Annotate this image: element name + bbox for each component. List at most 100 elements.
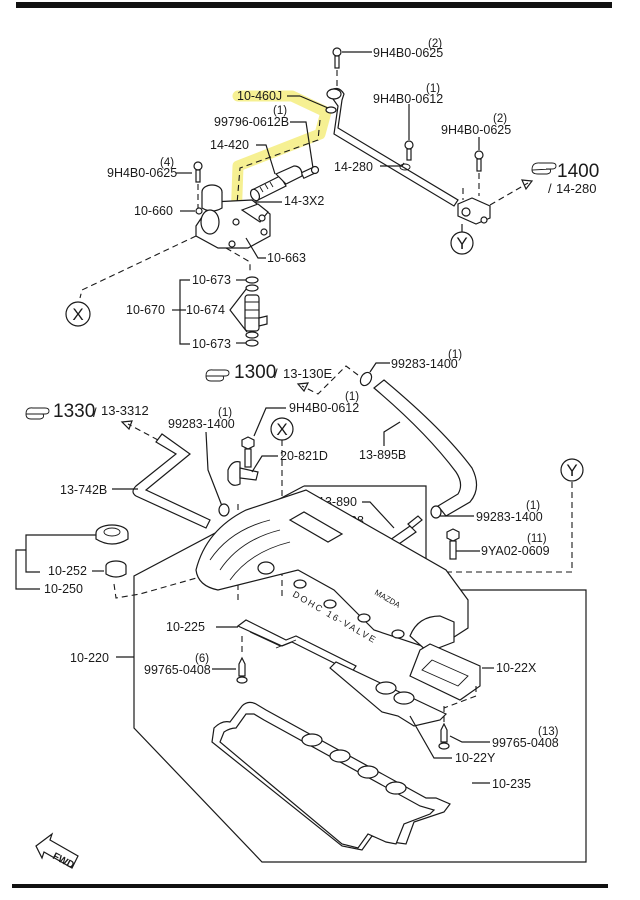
label-10-673-bottom[interactable]: 10-673 xyxy=(192,337,231,351)
highlight-10-460j xyxy=(230,90,332,228)
label-14-3x2[interactable]: 14-3X2 xyxy=(284,194,324,208)
svg-text:/: / xyxy=(548,181,552,196)
gasket-10-235[interactable] xyxy=(211,701,451,851)
bolt-9h4b0-0625-left[interactable] xyxy=(193,161,203,183)
svg-text:Y: Y xyxy=(456,234,467,253)
cylinder-head-cover[interactable]: DOHC 16-VALVE MAZDA xyxy=(195,489,469,653)
svg-text:13-3312: 13-3312 xyxy=(101,403,149,418)
label-20-821d[interactable]: 20-821D xyxy=(280,449,328,463)
label-10-250[interactable]: 10-250 xyxy=(44,582,83,596)
svg-text:Y: Y xyxy=(566,461,577,480)
svg-text:1300: 1300 xyxy=(234,362,276,383)
svg-text:13-130E: 13-130E xyxy=(283,366,332,381)
label-9h4b0-0625-left[interactable]: 9H4B0-0625 xyxy=(107,166,177,180)
label-10-673-top[interactable]: 10-673 xyxy=(192,273,231,287)
label-10-663[interactable]: 10-663 xyxy=(267,251,306,265)
screw-99765-0408-left[interactable] xyxy=(236,656,248,684)
svg-text:1400: 1400 xyxy=(557,161,599,182)
upper-assembly: (2) 9H4B0-0625 14-280 (1) 9H4B0-0612 (2)… xyxy=(65,38,599,351)
forward-direction-arrow: FWD xyxy=(35,832,79,871)
bolt-9ya02-0609[interactable] xyxy=(446,528,460,560)
oring-10-673-bottom[interactable] xyxy=(245,339,259,347)
cover-assembly: 10-220 10-252 10-250 DOHC xyxy=(15,485,587,863)
qty-99796-0612b: (1) xyxy=(273,105,287,117)
solenoid-14-420[interactable] xyxy=(249,165,303,202)
qty-9ya02-0609: (11) xyxy=(527,533,547,545)
label-9ya02-0609[interactable]: 9YA02-0609 xyxy=(481,544,550,558)
screw-99765-0408-right[interactable] xyxy=(438,722,450,750)
label-99796-0612b[interactable]: 99796-0612B xyxy=(214,115,289,129)
qty-99283-1400-right: (1) xyxy=(526,500,540,512)
qty-99765-0408-right: (13) xyxy=(538,726,559,738)
label-14-280[interactable]: 14-280 xyxy=(334,160,373,174)
svg-text:14-280: 14-280 xyxy=(556,181,596,196)
bolt-9h4b0-0612-mid[interactable] xyxy=(241,436,255,468)
gasket-10-225[interactable] xyxy=(236,619,357,673)
marker-y-right: Y xyxy=(560,458,584,482)
label-10-460j[interactable]: 10-460J xyxy=(237,89,282,103)
marker-x-left: X xyxy=(65,301,91,327)
gasket-10-22x[interactable] xyxy=(409,643,481,701)
label-10-235[interactable]: 10-235 xyxy=(492,777,531,791)
hose-13-742b[interactable] xyxy=(132,433,211,529)
label-13-895b[interactable]: 13-895B xyxy=(359,448,406,462)
bolt-9h4b0-0625-top[interactable] xyxy=(332,47,342,69)
oil-cap-10-250[interactable] xyxy=(95,524,129,545)
pointing-hand-icon xyxy=(531,162,557,175)
top-rule xyxy=(16,2,612,8)
label-9h4b0-0625-right[interactable]: 9H4B0-0625 xyxy=(441,123,511,137)
valve-10-674[interactable] xyxy=(244,284,268,339)
label-99765-0408-left[interactable]: 99765-0408 xyxy=(144,663,211,677)
oring-10-460j[interactable] xyxy=(325,106,337,114)
bracket-20-821d[interactable] xyxy=(227,461,259,486)
svg-text:/: / xyxy=(93,405,97,420)
clamp-99283-1400-left[interactable] xyxy=(218,503,230,517)
label-10-670[interactable]: 10-670 xyxy=(126,303,165,317)
qty-99283-1400-left: (1) xyxy=(218,407,232,419)
reference-1400[interactable]: 1400 / 14-280 xyxy=(531,161,599,196)
marker-x-mid: X xyxy=(270,417,294,441)
screw-99796-0612b[interactable] xyxy=(300,165,320,180)
label-10-660[interactable]: 10-660 xyxy=(134,204,173,218)
reference-1330[interactable]: 1330 / 13-3312 xyxy=(25,401,149,422)
label-10-225[interactable]: 10-225 xyxy=(166,620,205,634)
gasket-10-22y[interactable] xyxy=(329,661,448,727)
label-13-742b[interactable]: 13-742B xyxy=(60,483,107,497)
clamp-99283-1400-top[interactable] xyxy=(358,370,374,387)
qty-99765-0408-left: (6) xyxy=(195,653,209,665)
label-9h4b0-0612-mid[interactable]: 9H4B0-0612 xyxy=(289,401,359,415)
svg-text:X: X xyxy=(72,305,83,324)
label-10-22x[interactable]: 10-22X xyxy=(496,661,537,675)
reference-1300[interactable]: 1300 / 13-130E xyxy=(205,362,332,383)
label-14-420[interactable]: 14-420 xyxy=(210,138,249,152)
label-9h4b0-0625-top[interactable]: 9H4B0-0625 xyxy=(373,46,443,60)
label-99765-0408-right[interactable]: 99765-0408 xyxy=(492,736,559,750)
svg-text:1330: 1330 xyxy=(53,401,95,422)
qty-9h4b0-0625-top: (2) xyxy=(428,38,442,50)
label-10-252[interactable]: 10-252 xyxy=(48,564,87,578)
label-9h4b0-0612-top[interactable]: 9H4B0-0612 xyxy=(373,92,443,106)
label-99283-1400-right[interactable]: 99283-1400 xyxy=(476,510,543,524)
marker-y-top: Y xyxy=(450,231,474,255)
pipe-connector-block xyxy=(457,197,491,225)
oring-10-673-top[interactable] xyxy=(245,276,259,284)
seal-10-252[interactable] xyxy=(105,560,127,578)
hose-13-895b[interactable] xyxy=(373,379,478,517)
bolt-9h4b0-0625-right[interactable] xyxy=(474,150,484,172)
svg-text:/: / xyxy=(274,366,278,381)
qty-9h4b0-0612-top: (1) xyxy=(426,83,440,95)
label-10-674[interactable]: 10-674 xyxy=(186,303,225,317)
label-99283-1400-left[interactable]: 99283-1400 xyxy=(168,417,235,431)
svg-text:X: X xyxy=(276,420,287,439)
qty-9h4b0-0625-left: (4) xyxy=(160,157,174,169)
pipe-14-280[interactable] xyxy=(326,87,459,207)
clamp-99283-1400-right[interactable] xyxy=(430,505,442,519)
bottom-rule xyxy=(12,884,608,888)
label-99283-1400-top[interactable]: 99283-1400 xyxy=(391,357,458,371)
label-10-22y[interactable]: 10-22Y xyxy=(455,751,496,765)
label-10-220[interactable]: 10-220 xyxy=(70,651,109,665)
valve-body-10-660[interactable] xyxy=(195,184,271,249)
qty-9h4b0-0612-mid: (1) xyxy=(345,391,359,403)
bolt-9h4b0-0612-top[interactable] xyxy=(404,140,414,161)
qty-9h4b0-0625-right: (2) xyxy=(493,113,507,125)
